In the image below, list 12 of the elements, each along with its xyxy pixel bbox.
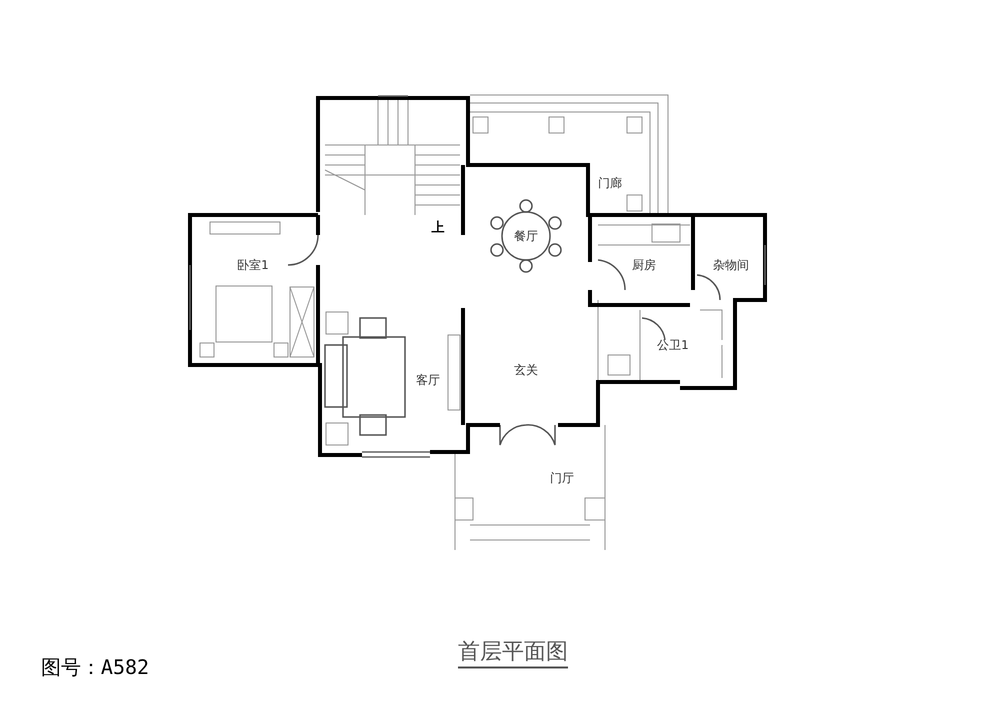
stair-direction-label: 上 <box>432 222 444 234</box>
room-label: 门廊 <box>598 177 622 189</box>
drawing-number: 图号：A582 <box>40 657 150 677</box>
room-label: 餐厅 <box>514 230 538 242</box>
room-label: 杂物间 <box>713 259 749 271</box>
room-label: 客厅 <box>416 374 440 386</box>
room-label: 玄关 <box>514 364 538 376</box>
drawing-title: 首层平面图 <box>458 642 568 668</box>
room-label: 门厅 <box>550 472 574 484</box>
room-label: 厨房 <box>632 259 656 271</box>
room-label: 卧室1 <box>237 259 269 271</box>
room-label: 公卫1 <box>657 339 689 351</box>
